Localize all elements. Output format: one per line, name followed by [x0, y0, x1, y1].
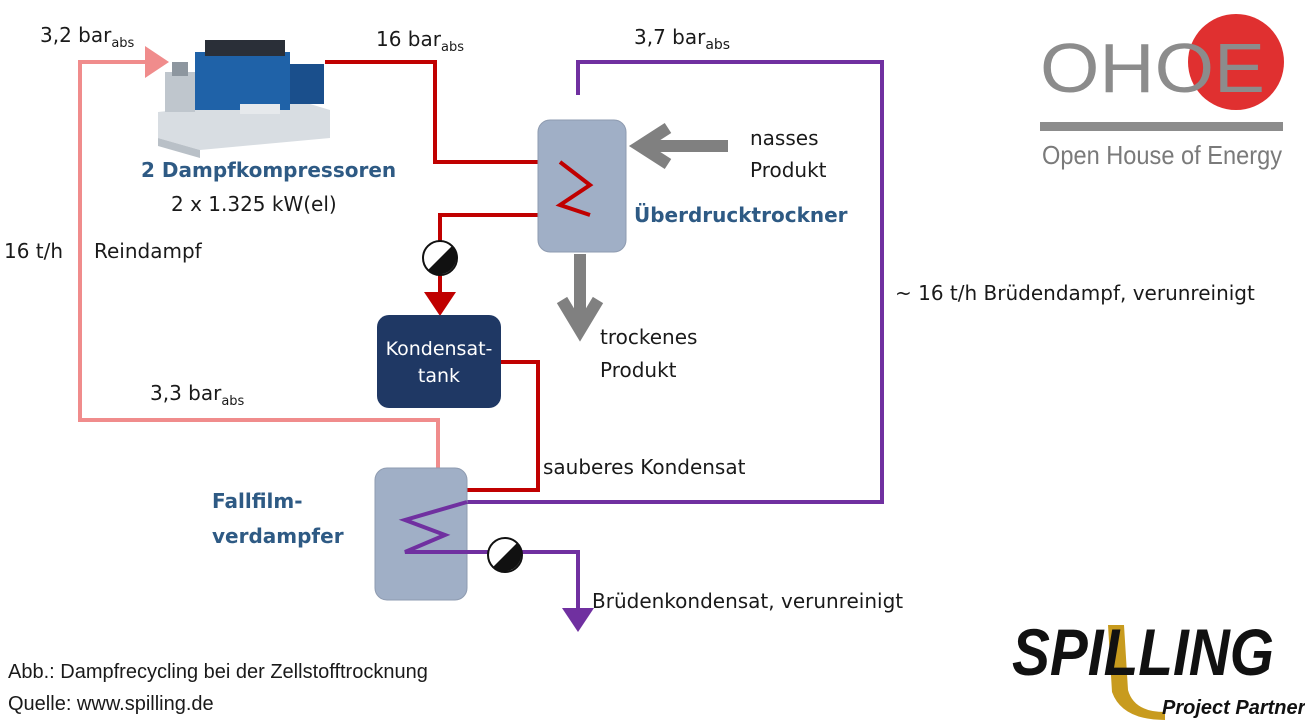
ohoe-logo-subtitle: Open House of Energy: [1042, 140, 1282, 170]
dryer-coil: [555, 160, 594, 217]
ohoe-logo: OHOE Open House of Energy: [1040, 14, 1284, 170]
wet-product-arrow: [628, 122, 728, 170]
spilling-logo: SPILLING Project Partner: [1012, 615, 1305, 720]
evaporator-coil: [398, 500, 470, 554]
evaporator-box: [374, 467, 468, 601]
compressor-image: [158, 40, 330, 158]
evaporator-label-2: verdampfer: [212, 524, 344, 548]
pressure-top-label: 3,7 barabs: [634, 25, 730, 53]
pressure-bottom-label: 3,3 barabs: [150, 381, 245, 409]
caption-line2: Quelle: www.spilling.de: [8, 693, 214, 715]
flow-left-label: 16 t/h: [4, 239, 63, 263]
pressure-left-label: 3,2 barabs: [40, 23, 135, 51]
dryer-label: Überdrucktrockner: [634, 203, 848, 227]
tank-label-line1: Kondensat-: [386, 338, 493, 360]
evaporator-label-1: Fallfilm-: [212, 489, 303, 513]
dryer-box: [537, 119, 627, 253]
tank-label-line2: tank: [418, 365, 460, 387]
dry-product-arrow: [556, 254, 604, 342]
pressure-compressor-out-label: 16 barabs: [376, 27, 464, 55]
compressor-title: 2 Dampfkompressoren: [141, 158, 396, 182]
caption-line1: Abb.: Dampfrecycling bei der Zellstofftr…: [8, 661, 428, 683]
dry-product-label-1: trockenes: [600, 325, 697, 349]
clean-condensate-label: sauberes Kondensat: [543, 455, 746, 479]
vapor-condensate-label: Brüdenkondensat, verunreinigt: [592, 589, 903, 613]
wet-product-label-2: Produkt: [750, 158, 827, 182]
spilling-logo-subtitle: Project Partner: [1162, 697, 1305, 719]
vapor-flow-label: ~ 16 t/h Brüdendampf, verunreinigt: [895, 281, 1255, 305]
compressor-power: 2 x 1.325 kW(el): [171, 192, 337, 216]
dry-product-label-2: Produkt: [600, 358, 677, 382]
reindampf-label: Reindampf: [94, 239, 203, 263]
steam-trap-icon: [487, 537, 523, 573]
spilling-logo-text: SPILLING: [1012, 615, 1274, 689]
wet-product-label-1: nasses: [750, 126, 819, 150]
condensate-tank: [377, 315, 501, 408]
ohoe-logo-text: OHOE: [1040, 29, 1265, 107]
reindampf-pipes: [78, 46, 440, 468]
steam-trap-icon: [422, 240, 458, 276]
